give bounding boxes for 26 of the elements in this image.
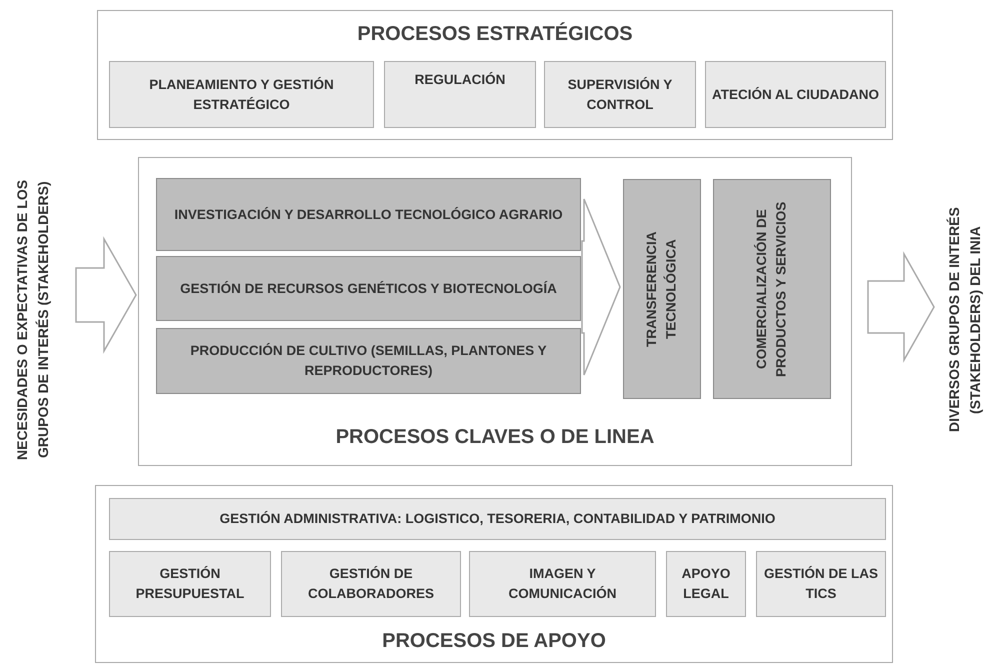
block-arrow (75, 236, 137, 354)
key-process-box: PRODUCCIÓN DE CULTIVO (SEMILLAS, PLANTONES Y REPRODUCTORES) (156, 328, 581, 394)
stakeholder-label: DIVERSOS GRUPOS DE INTERÉS (STAKEHOLDERS) DEL INIA (945, 206, 984, 434)
block-arrow (581, 198, 621, 376)
group-title: PROCESOS DE APOYO (381, 630, 607, 653)
process-group-panel (138, 157, 852, 466)
process-box: PLANEAMIENTO Y GESTIÓN ESTRATÉGICO (109, 61, 374, 128)
process-box: GESTIÓN DE LAS TICS (756, 551, 886, 617)
key-process-box: TRANSFERENCIA TECNOLÓGICA (623, 179, 701, 399)
key-process-box: INVESTIGACIÓN Y DESARROLLO TECNOLÓGICO AGRARIO (156, 178, 581, 251)
key-process-box: COMERCIALIZACIÓN DE PRODUCTOS Y SERVICIOS (713, 179, 831, 399)
process-box: ATECIÓN AL CIUDADANO (705, 61, 886, 128)
process-box: GESTIÓN PRESUPUESTAL (109, 551, 271, 617)
key-process-box: GESTIÓN DE RECURSOS GENÉTICOS Y BIOTECNOLOGÍA (156, 256, 581, 321)
process-box: GESTIÓN DE COLABORADORES (281, 551, 461, 617)
process-box: GESTIÓN ADMINISTRATIVA: LOGISTICO, TESORERIA, CONTABILIDAD Y PATRIMONIO (109, 498, 886, 540)
process-group-panel (97, 10, 893, 140)
process-group-panel (95, 485, 893, 663)
group-title: PROCESOS CLAVES O DE LINEA (334, 426, 656, 449)
stakeholder-label: NECESIDADES O EXPECTATIVAS DE LOS GRUPOS DE INTERÉS (STAKEHOLDERS) (13, 178, 52, 462)
process-box: REGULACIÓN (384, 61, 536, 128)
process-box: APOYO LEGAL (666, 551, 746, 617)
process-box: SUPERVISIÓN Y CONTROL (544, 61, 696, 128)
process-box: IMAGEN Y COMUNICACIÓN (469, 551, 656, 617)
group-title: PROCESOS ESTRATÉGICOS (356, 23, 634, 46)
block-arrow (867, 251, 935, 363)
